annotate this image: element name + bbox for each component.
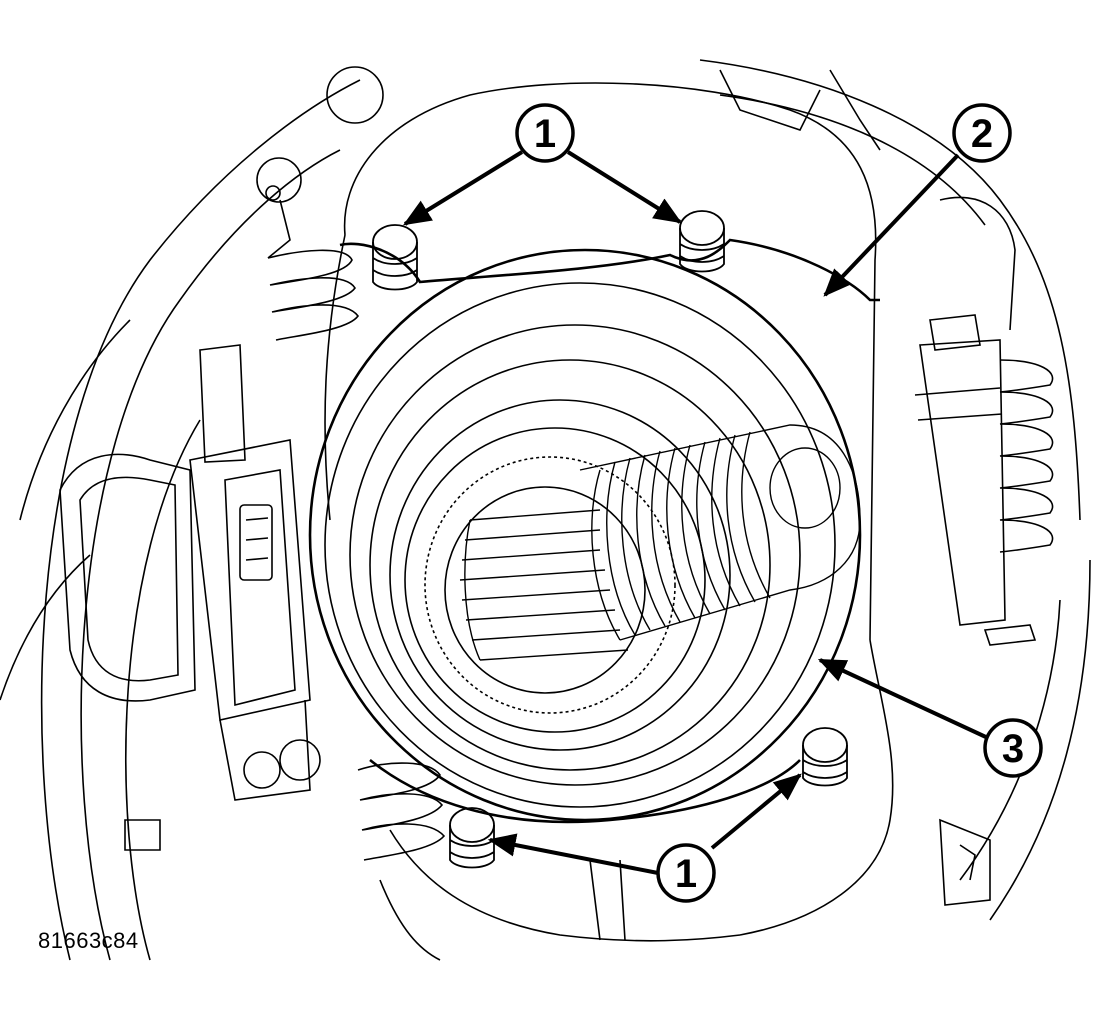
- callout-circle: [515, 103, 575, 163]
- figure-id-label: 81663c84: [38, 928, 139, 953]
- leader-1c: [487, 833, 659, 875]
- callout-number: 1: [675, 852, 697, 896]
- callout-circle: [952, 103, 1012, 163]
- callout-3: 3: [983, 718, 1043, 778]
- left-brake-shoe-adjuster: [59, 344, 321, 801]
- backing-plate: [0, 59, 1091, 961]
- callout-number: 1: [534, 112, 556, 156]
- bolt-upper-left: [372, 224, 418, 291]
- shoe-return-springs: [267, 199, 1054, 861]
- hub-bolts: [372, 210, 848, 869]
- bolt-lower-right: [802, 727, 848, 787]
- callout-circle: [983, 718, 1043, 778]
- bolt-upper-right: [679, 210, 725, 273]
- leader-1a: [403, 150, 524, 226]
- leader-2: [823, 153, 960, 297]
- threaded-stub-axle: [579, 424, 861, 641]
- leader-1b: [566, 150, 682, 224]
- axle-hub-bearing: [308, 248, 862, 822]
- callout-leaders: [403, 150, 989, 875]
- callout-number: 2: [971, 112, 993, 156]
- axle-shaft-splines: [459, 509, 629, 661]
- callout-1-top: 1: [515, 103, 575, 163]
- callout-number: 3: [1002, 727, 1024, 771]
- leader-1d: [710, 773, 802, 850]
- callout-2: 2: [952, 103, 1012, 163]
- callout-circle: [656, 843, 716, 903]
- callout-1-bottom: 1: [656, 843, 716, 903]
- leader-3: [817, 658, 989, 740]
- bolt-lower-left: [449, 807, 495, 869]
